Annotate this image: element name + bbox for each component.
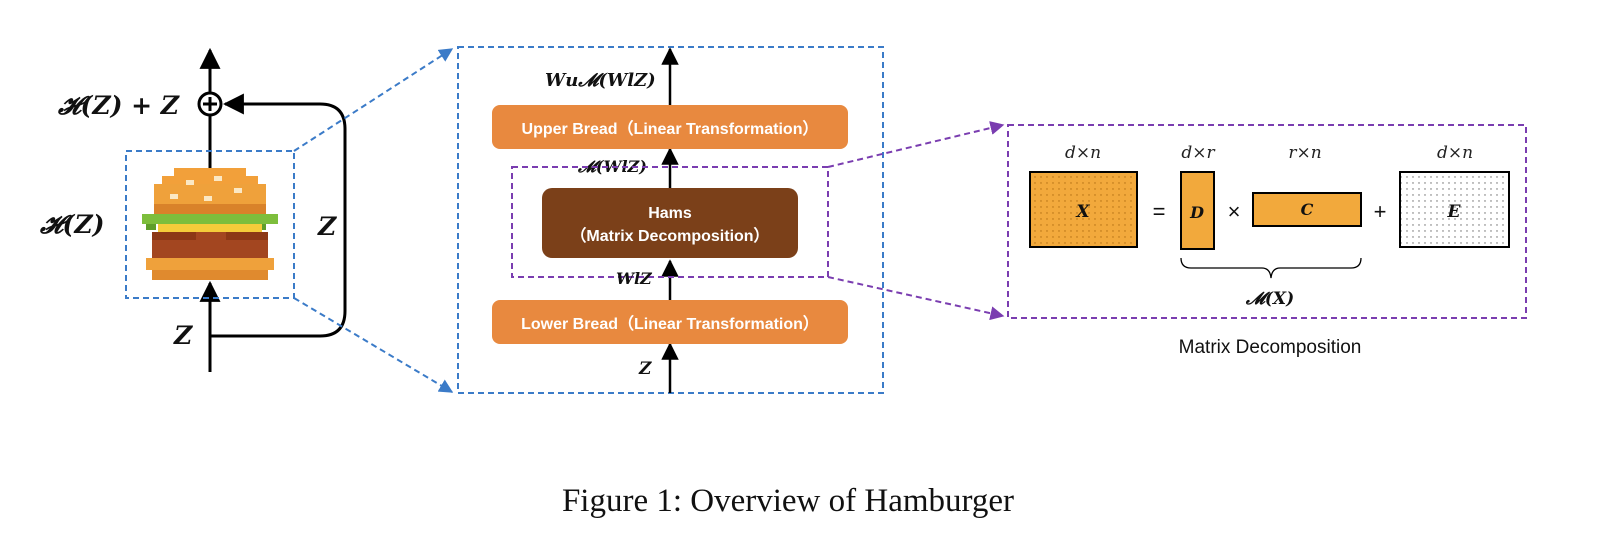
hams-block [542,188,798,258]
hamburger-block-box [125,150,295,299]
middle-panel: 𝑾𝒖𝓜(𝑾𝒍𝒁) Upper Bread（Linear Transformati… [457,46,1005,394]
lower-output-label: 𝑾𝒍𝒁 [616,269,653,288]
zoom-line-bottom [293,297,454,393]
input-label: 𝒁 [173,321,193,350]
skip-connection-label: 𝒁 [317,212,337,241]
times-sign: × [1228,199,1241,224]
plus-sign: + [1374,199,1387,224]
figure-caption: Figure 1: Overview of Hamburger [562,483,1014,519]
matrix-c [1252,192,1362,227]
x-dimension-label: d×n [1065,143,1101,163]
add-operator-icon [197,91,223,117]
middle-input-label: 𝒁 [638,359,652,379]
matrix-decomposition-title: Matrix Decomposition [1179,337,1362,358]
e-dimension-label: d×n [1437,143,1473,163]
md-zoom-line-top [827,121,1005,168]
matrix-x-label: 𝑿 [1075,202,1090,222]
md-zoom-line-bottom [827,276,1005,321]
hams-title: Hams [648,205,692,222]
matrix-d [1180,171,1215,250]
matrix-x [1029,171,1138,248]
low-rank-label: 𝓜(𝑿) [1245,289,1294,309]
matrix-c-label: 𝑪 [1301,200,1314,219]
c-dimension-label: r×n [1288,143,1321,163]
brace-under-dc [1180,257,1362,279]
lower-bread-label: Lower Bread（Linear Transformation） [521,315,819,333]
left-panel: 𝓗(𝒁) + 𝒁 𝓗(𝒁) 𝒁 𝒁 [39,47,454,393]
matrix-e-label: 𝑬 [1447,202,1462,222]
lower-bread-block [492,300,848,344]
output-label: 𝓗(𝒁) + 𝒁 [57,91,180,120]
d-dimension-label: d×r [1181,143,1215,163]
matrix-e [1399,171,1510,248]
equals-sign: = [1153,199,1166,224]
hams-subtitle: （Matrix Decomposition） [570,227,769,245]
zoom-line-top [293,48,454,152]
upper-bread-label: Upper Bread（Linear Transformation） [522,120,819,138]
right-panel: d×n d×r r×n d×n 𝑿 = 𝑫 × 𝑪 + 𝑬 𝓜(𝑿) Matri… [1007,124,1527,358]
hamburger-function-label: 𝓗(𝒁) [39,210,104,239]
upper-bread-block [492,105,848,149]
matrix-decomposition-box [1007,124,1527,319]
hams-region-box [511,166,829,278]
upper-output-label: 𝑾𝒖𝓜(𝑾𝒍𝒁) [545,70,656,91]
hams-output-label: 𝓜(𝑾𝒍𝒁) [577,157,647,176]
matrix-d-label: 𝑫 [1189,203,1204,222]
hamburger-icon [142,168,278,280]
skip-connection-arrow [210,93,347,338]
